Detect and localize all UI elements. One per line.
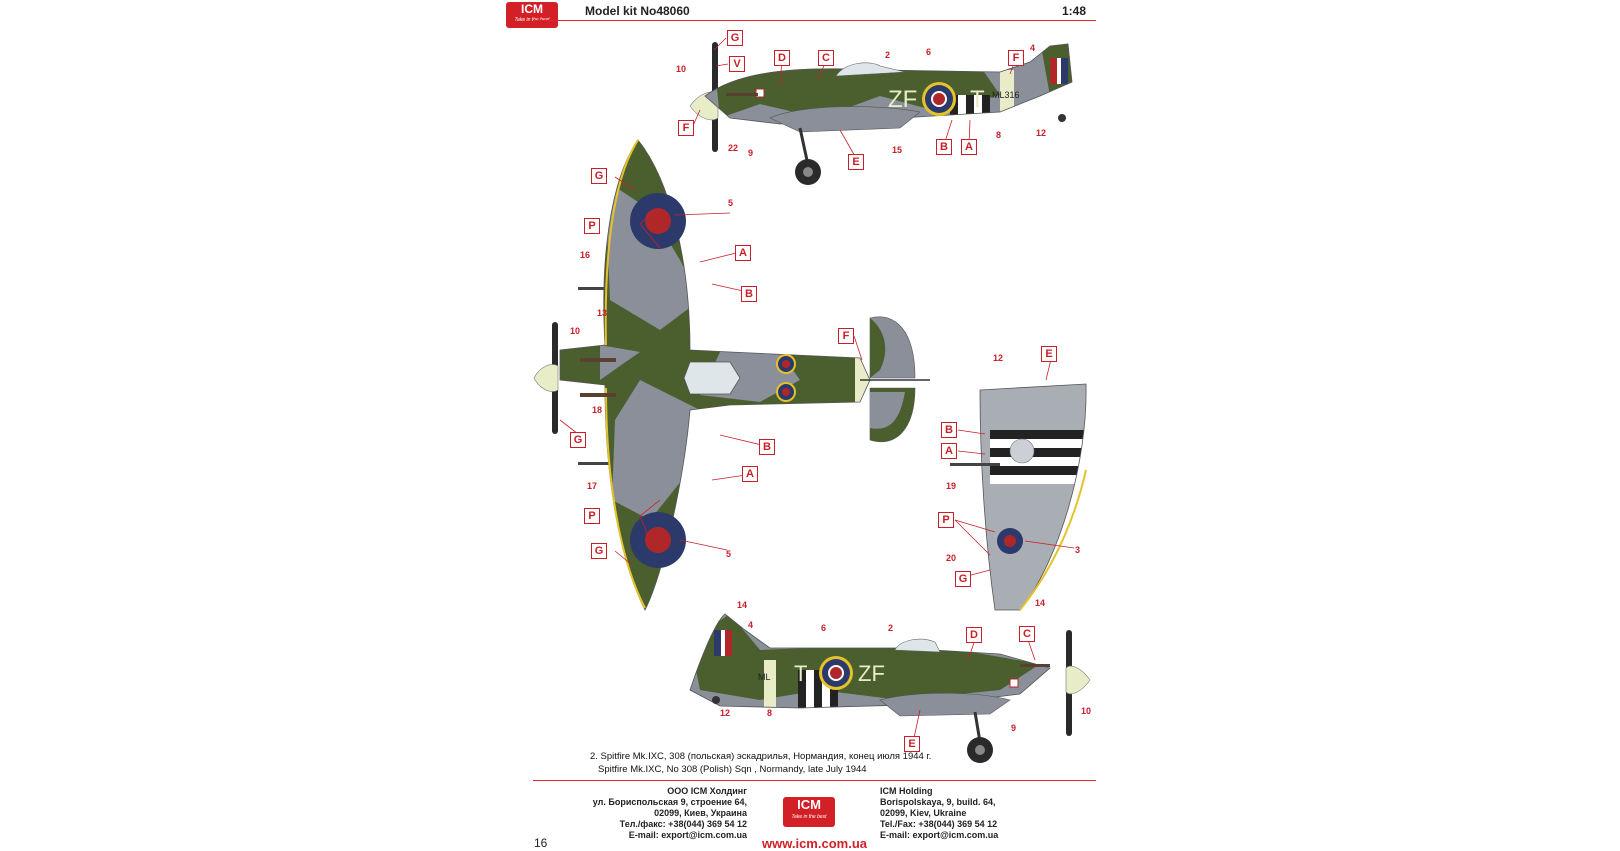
header-divider	[533, 20, 1096, 21]
serial-top: ML316	[992, 90, 1020, 100]
num-10-plan: 10	[570, 326, 581, 336]
num-12-side-top: 12	[1036, 128, 1047, 138]
num-12-side-bottom: 12	[720, 708, 731, 718]
aircraft-letter-top: T	[970, 86, 985, 113]
num-8-side-top: 8	[996, 130, 1002, 140]
callout-d-side-top: D	[774, 50, 790, 66]
callout-c-side-bottom: C	[1019, 626, 1035, 642]
callout-f-nose: F	[678, 120, 694, 136]
icm-logo: ICM Take in the best	[506, 2, 558, 28]
ru-company: ООО ICM Холдинг	[667, 786, 747, 796]
num-2-side-bottom: 2	[888, 623, 894, 633]
callout-b-side-top: B	[936, 139, 952, 155]
callout-a-underside: A	[941, 443, 957, 459]
callout-c-side-top: C	[818, 50, 834, 66]
callout-g-plan-bottom: G	[591, 543, 607, 559]
logo-brand: ICM	[521, 2, 543, 16]
caption-english: Spitfire Mk.IXC, No 308 (Polish) Sqn , N…	[598, 764, 867, 775]
footer-logo-tagline: Take in the best	[791, 814, 827, 820]
address-russian: ООО ICM Холдинг ул. Бориспольская 9, стр…	[593, 786, 747, 841]
num-8-side-bottom: 8	[767, 708, 773, 718]
en-city: 02099, Kiev, Ukraine	[880, 808, 967, 818]
callout-a-side-top: A	[961, 139, 977, 155]
footer-logo-brand: ICM	[797, 797, 821, 812]
en-phone: Tel./Fax: +38(044) 369 54 12	[880, 819, 998, 829]
page-number: 16	[534, 836, 548, 850]
num-12-underside: 12	[993, 353, 1004, 363]
en-company: ICM Holding	[880, 786, 933, 796]
en-street: Borispolskaya, 9, build. 64,	[880, 797, 996, 807]
callout-p-plan-top: P	[584, 218, 600, 234]
num-5-plan-top: 5	[728, 198, 734, 208]
callout-g-prop: G	[570, 432, 586, 448]
callout-a-plan-bottom: A	[742, 466, 758, 482]
ru-phone: Тел./факс: +38(044) 369 54 12	[619, 819, 747, 829]
website-link[interactable]: www.icm.com.ua	[762, 836, 867, 851]
callout-p-plan-bottom: P	[584, 508, 600, 524]
num-13-plan: 13	[597, 308, 608, 318]
num-22-side-top: 22	[728, 143, 739, 153]
num-14-side-bottom: 14	[737, 600, 748, 610]
footer-divider	[533, 780, 1096, 781]
num-10-side-bottom: 10	[1081, 706, 1092, 716]
callout-b-underside: B	[941, 422, 957, 438]
num-19-underside: 19	[946, 481, 957, 491]
callout-b-plan-top: B	[741, 286, 757, 302]
num-15-side-top: 15	[892, 145, 903, 155]
callout-b-plan-bottom: B	[759, 439, 775, 455]
callout-e-side-bottom: E	[904, 736, 920, 752]
en-email: E-mail: export@icm.com.ua	[880, 830, 999, 840]
num-3-underside: 3	[1075, 545, 1081, 555]
num-18-plan: 18	[592, 405, 603, 415]
squadron-code-top: ZF	[888, 86, 917, 113]
squadron-code-bottom: ZF	[858, 661, 885, 686]
num-14-underside: 14	[1035, 598, 1046, 608]
num-10-side-top: 10	[676, 64, 687, 74]
num-20-underside: 20	[946, 553, 957, 563]
callout-v-side-top: V	[729, 56, 745, 72]
callout-f-tail: F	[1008, 50, 1024, 66]
scale-label: 1:48	[1062, 4, 1087, 18]
aircraft-letter-bottom: T	[794, 661, 807, 686]
num-2-side-top: 2	[885, 50, 891, 60]
serial-bottom: ML	[758, 672, 771, 682]
callout-g-underside: G	[955, 571, 971, 587]
num-5-plan-bottom: 5	[726, 549, 732, 559]
callout-e-side-top: E	[848, 154, 864, 170]
ru-street: ул. Бориспольская 9, строение 64,	[592, 797, 747, 807]
plan-canopy	[683, 361, 741, 395]
callout-a-plan-top: A	[735, 245, 751, 261]
callout-g-side-top: G	[727, 30, 743, 46]
aircraft-caption: 2. Spitfire Mk.IXC, 308 (польская) эскад…	[590, 750, 931, 776]
num-4-side-top: 4	[1030, 43, 1036, 53]
underside-view	[950, 383, 1087, 611]
num-6-side-bottom: 6	[821, 623, 827, 633]
model-kit-title: Model kit No48060	[585, 4, 690, 18]
callout-p-underside: P	[938, 512, 954, 528]
logo-tagline: Take in the best	[514, 17, 550, 23]
num-6-side-top: 6	[926, 47, 932, 57]
num-16-plan: 16	[580, 250, 591, 260]
caption-russian: 2. Spitfire Mk.IXC, 308 (польская) эскад…	[590, 751, 932, 762]
num-4-side-bottom: 4	[748, 620, 754, 630]
ru-email: E-mail: export@icm.com.ua	[628, 830, 747, 840]
canopy	[835, 62, 906, 77]
callout-f-plan: F	[838, 328, 854, 344]
num-9-side-bottom: 9	[1011, 723, 1017, 733]
callout-g-plan-top: G	[591, 168, 607, 184]
callout-d-side-bottom: D	[966, 627, 982, 643]
num-9-side-top: 9	[748, 148, 754, 158]
num-17-plan: 17	[587, 481, 598, 491]
callout-e-underside: E	[1041, 346, 1057, 362]
address-english: ICM Holding Borispolskaya, 9, build. 64,…	[880, 786, 998, 841]
ru-city: 02099, Киев, Украина	[654, 808, 747, 818]
icm-logo-footer: ICM Take in the best	[783, 797, 835, 827]
